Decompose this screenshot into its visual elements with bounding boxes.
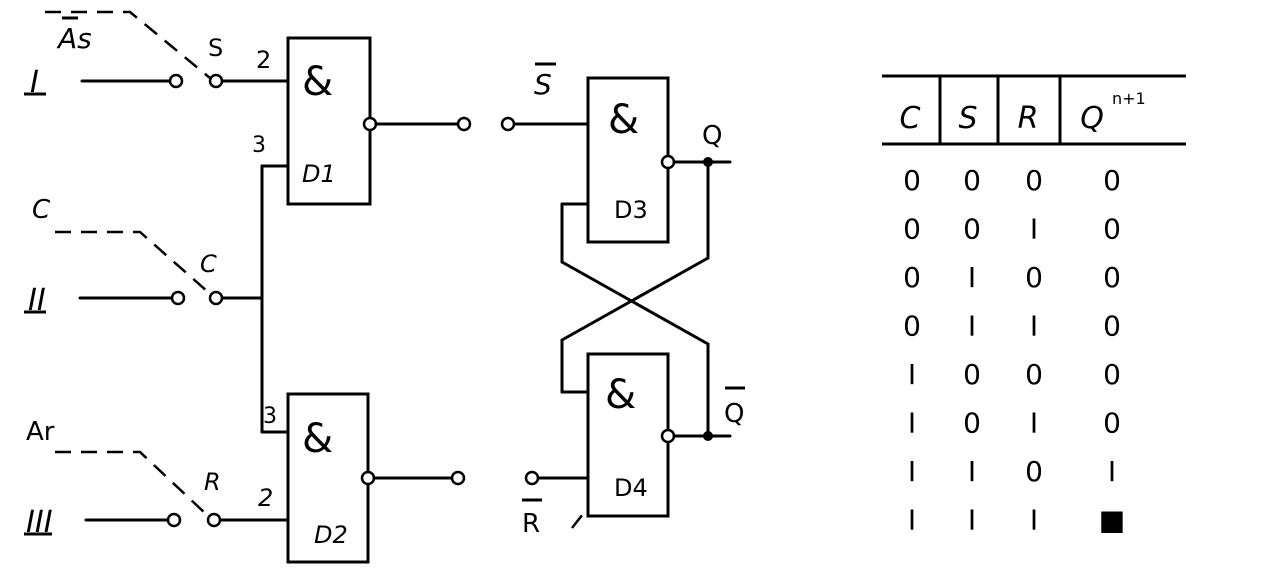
truth-table-cell: I <box>968 310 976 343</box>
label-r-bar: R <box>522 509 540 539</box>
truth-table-cell: 0 <box>1103 310 1121 343</box>
svg-text:&: & <box>608 97 639 143</box>
truth-table-cell: 0 <box>1025 358 1043 391</box>
svg-text:D2: D2 <box>314 521 348 549</box>
truth-table-cell: 0 <box>903 310 921 343</box>
truth-table-cell: I <box>1030 213 1038 246</box>
switch-label-as: As <box>56 22 92 55</box>
truth-table-cell: I <box>1030 407 1038 440</box>
truth-table-cell: 0 <box>1103 358 1121 391</box>
truth-table-cell: 0 <box>963 358 981 391</box>
switch-label-ar: Ar <box>26 417 55 447</box>
truth-table-cell: I <box>968 455 976 488</box>
pin-label-r: R <box>204 468 221 496</box>
gate-d1: & D1 3 <box>252 36 378 206</box>
truth-table-cell: 0 <box>1025 164 1043 197</box>
circuit-diagram: I As S 2 II C C III <box>24 10 745 564</box>
truth-table-cell: I <box>1030 310 1038 343</box>
r-bar-dash <box>571 504 591 529</box>
truth-table-cell: 0 <box>903 261 921 294</box>
truth-table-cell: I <box>908 358 916 391</box>
svg-text:D1: D1 <box>302 160 336 188</box>
label-q: Q <box>702 121 722 151</box>
truth-table-cell: I <box>908 504 916 537</box>
pin-num-s: 2 <box>256 46 271 74</box>
truth-table-cell: 0 <box>1103 407 1121 440</box>
svg-text:&: & <box>302 416 333 462</box>
input-s-line <box>45 10 290 89</box>
truth-table-cell: 0 <box>903 213 921 246</box>
truth-table-cell: I <box>1030 504 1038 537</box>
truth-table-cell: ■ <box>1099 504 1125 537</box>
pin-num-r: 2 <box>258 484 273 512</box>
truth-table-cell: 0 <box>1103 261 1121 294</box>
truth-table-cell: 0 <box>963 213 981 246</box>
truth-table-cell: I <box>968 261 976 294</box>
gate-d4: & D4 <box>586 352 676 518</box>
header-q-superscript: n+1 <box>1112 89 1146 108</box>
wire-r-bar <box>372 470 590 486</box>
input-c-line <box>55 164 290 434</box>
truth-table-cell: I <box>908 407 916 440</box>
truth-table-cell: 0 <box>1025 455 1043 488</box>
header-q: Q <box>1080 101 1104 136</box>
pin-label-s: S <box>208 34 223 62</box>
roman-label-II: II <box>28 283 46 318</box>
svg-text:&: & <box>605 372 636 418</box>
truth-table-cell: I <box>908 455 916 488</box>
svg-text:D3: D3 <box>614 196 648 224</box>
header-c: C <box>900 101 921 136</box>
feedback-wires <box>560 157 732 441</box>
wire-s-bar <box>374 116 590 132</box>
truth-table-cell: I <box>968 504 976 537</box>
truth-table-cell: 0 <box>1103 164 1121 197</box>
header-r: R <box>1018 101 1039 136</box>
roman-label-I: I <box>30 65 39 100</box>
pin-label-c: C <box>200 250 217 278</box>
gate-d3: & D3 <box>586 76 676 244</box>
truth-table-cell: 0 <box>1025 261 1043 294</box>
svg-text:3: 3 <box>263 404 277 429</box>
svg-text:D4: D4 <box>614 474 648 502</box>
svg-text:&: & <box>302 59 333 105</box>
label-s-bar: S <box>534 68 552 101</box>
label-q-bar: Q <box>724 399 744 429</box>
switch-label-c: C <box>32 195 51 225</box>
truth-table-cell: 0 <box>1103 213 1121 246</box>
truth-table-cell: I <box>1108 455 1116 488</box>
gate-d2: & D2 3 <box>263 392 376 564</box>
truth-table-cell: 0 <box>963 407 981 440</box>
truth-table-cell: 0 <box>963 164 981 197</box>
input-r-line <box>55 450 290 528</box>
svg-text:3: 3 <box>252 133 266 158</box>
truth-table-cell: 0 <box>903 164 921 197</box>
header-s: S <box>958 101 977 136</box>
